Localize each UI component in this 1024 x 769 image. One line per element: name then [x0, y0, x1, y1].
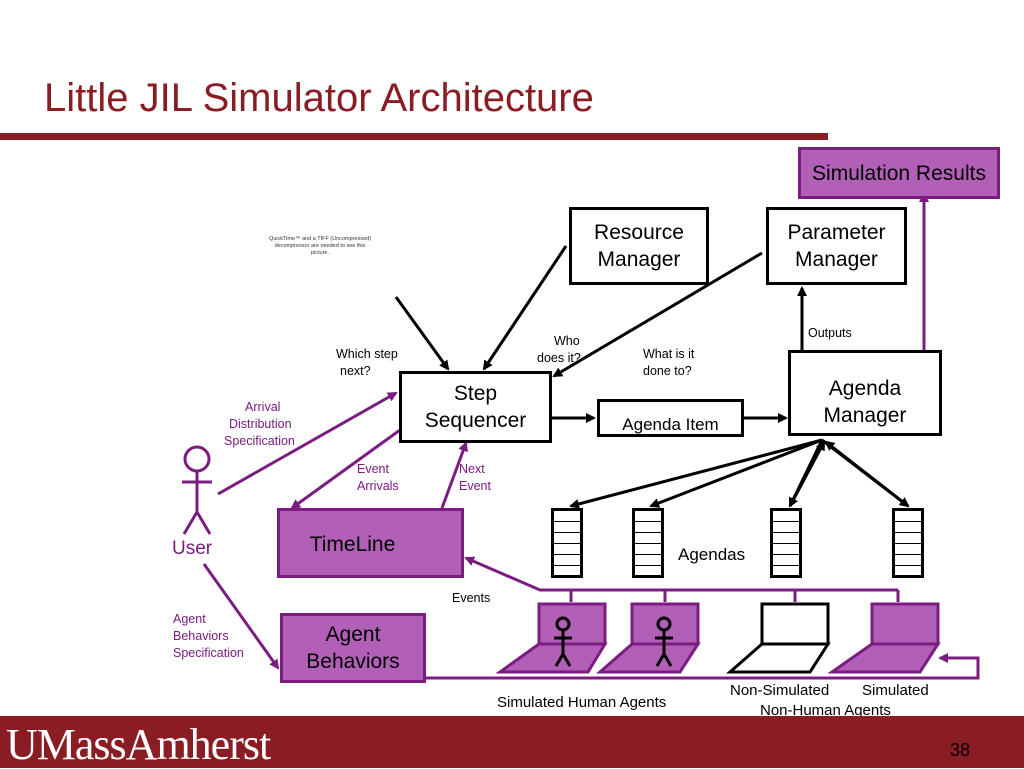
agenda-manager-box: Agenda Manager — [788, 350, 942, 436]
step-sequencer-label-1: Step — [453, 382, 498, 405]
agenda-stack-3 — [770, 508, 802, 578]
agent-spec-label-2: Behaviors — [173, 629, 229, 643]
parameter-manager-label-2: Manager — [795, 248, 878, 271]
next-event-label-1: Next — [459, 462, 485, 476]
parameter-manager-box: Parameter Manager — [766, 207, 907, 285]
which-step-label-1: Which step — [336, 347, 398, 361]
agent-laptop-human-2 — [596, 602, 701, 674]
resource-manager-label-1: Resource — [594, 221, 684, 244]
who-label-1: Who — [554, 334, 580, 348]
arrival-label-3: Specification — [224, 434, 295, 448]
step-sequencer-label-2: Sequencer — [424, 409, 527, 432]
arrival-label-2: Distribution — [229, 417, 292, 431]
agenda-stack-2 — [632, 508, 664, 578]
agenda-stack-4 — [892, 508, 924, 578]
timeline-box: TimeLine — [277, 508, 464, 578]
arrow-events-to-timeline — [464, 556, 898, 592]
user-figure — [182, 445, 212, 535]
agenda-item-box: Agenda Item — [597, 399, 744, 437]
agenda-manager-label-2: Manager — [823, 404, 907, 427]
slide-title: Little JIL Simulator Architecture — [44, 76, 594, 120]
timeline-label: TimeLine — [309, 533, 396, 556]
arrow-manager-to-agenda-2 — [649, 438, 823, 508]
image-placeholder-text: QuickTime™ and a TIFF (Uncompressed) dec… — [268, 236, 372, 256]
who-label-2: does it? — [537, 351, 581, 365]
diagram-connectors — [182, 192, 980, 680]
non-simulated-label: Non-Simulated — [730, 682, 830, 699]
arrow-parameter-to-sequencer — [552, 251, 763, 378]
outputs-label: Outputs — [808, 326, 852, 340]
agent-spec-label-3: Specification — [173, 646, 244, 660]
event-arrivals-label-1: Event — [357, 462, 389, 476]
agenda-item-label: Agenda Item — [622, 414, 719, 434]
arrow-user-to-agent-behaviors — [202, 563, 280, 670]
arrow-sequencer-to-timeline — [290, 428, 401, 510]
resource-manager-box: Resource Manager — [569, 207, 709, 285]
which-step-label-2: next? — [340, 364, 371, 378]
agent-laptop-non-simulated — [726, 602, 831, 674]
simulation-results-label: Simulation Results — [812, 161, 986, 185]
what-label-2: done to? — [643, 364, 692, 378]
agent-behaviors-label-1: Agent — [325, 623, 381, 646]
umass-amherst-logo: UMassAmherst — [6, 720, 271, 769]
event-arrivals-label-2: Arrivals — [357, 479, 399, 493]
agent-laptop-non-human — [827, 602, 941, 674]
user-label: User — [172, 538, 213, 559]
arrow-which-step — [394, 296, 450, 371]
title-rule — [0, 133, 828, 140]
arrow-agenda-4-to-manager — [824, 440, 909, 508]
resource-manager-label-2: Manager — [597, 248, 681, 271]
agenda-manager-label-1: Agenda — [828, 377, 902, 400]
arrow-resource-to-sequencer — [482, 245, 568, 371]
simulated-human-agents-label: Simulated Human Agents — [497, 694, 667, 711]
agent-spec-label-1: Agent — [173, 612, 206, 626]
agendas-label: Agendas — [678, 545, 746, 564]
agent-behaviors-label-2: Behaviors — [306, 650, 400, 673]
behaviors-loop — [354, 653, 980, 680]
step-sequencer-box: Step Sequencer — [399, 371, 552, 443]
what-label-1: What is it — [643, 347, 695, 361]
non-human-agents-label: Non-Human Agents — [760, 702, 891, 719]
agent-behaviors-box: Agent Behaviors — [280, 613, 426, 683]
arrow-agenda-3-to-manager — [788, 440, 826, 507]
agenda-stack-1 — [551, 508, 583, 578]
next-event-label-2: Event — [459, 479, 491, 493]
arrow-timeline-to-sequencer — [440, 441, 468, 509]
events-label: Events — [452, 591, 491, 605]
simulation-results-box: Simulation Results — [798, 147, 1000, 199]
footer-bar — [0, 716, 1024, 768]
parameter-manager-label-1: Parameter — [787, 221, 886, 244]
simulated-label: Simulated — [862, 682, 929, 699]
agent-laptop-human-1 — [495, 602, 608, 674]
page-number: 38 — [950, 740, 971, 760]
arrow-user-to-sequencer — [217, 391, 398, 496]
arrow-manager-to-agenda-1 — [569, 438, 823, 509]
arrival-label-1: Arrival — [245, 400, 281, 414]
